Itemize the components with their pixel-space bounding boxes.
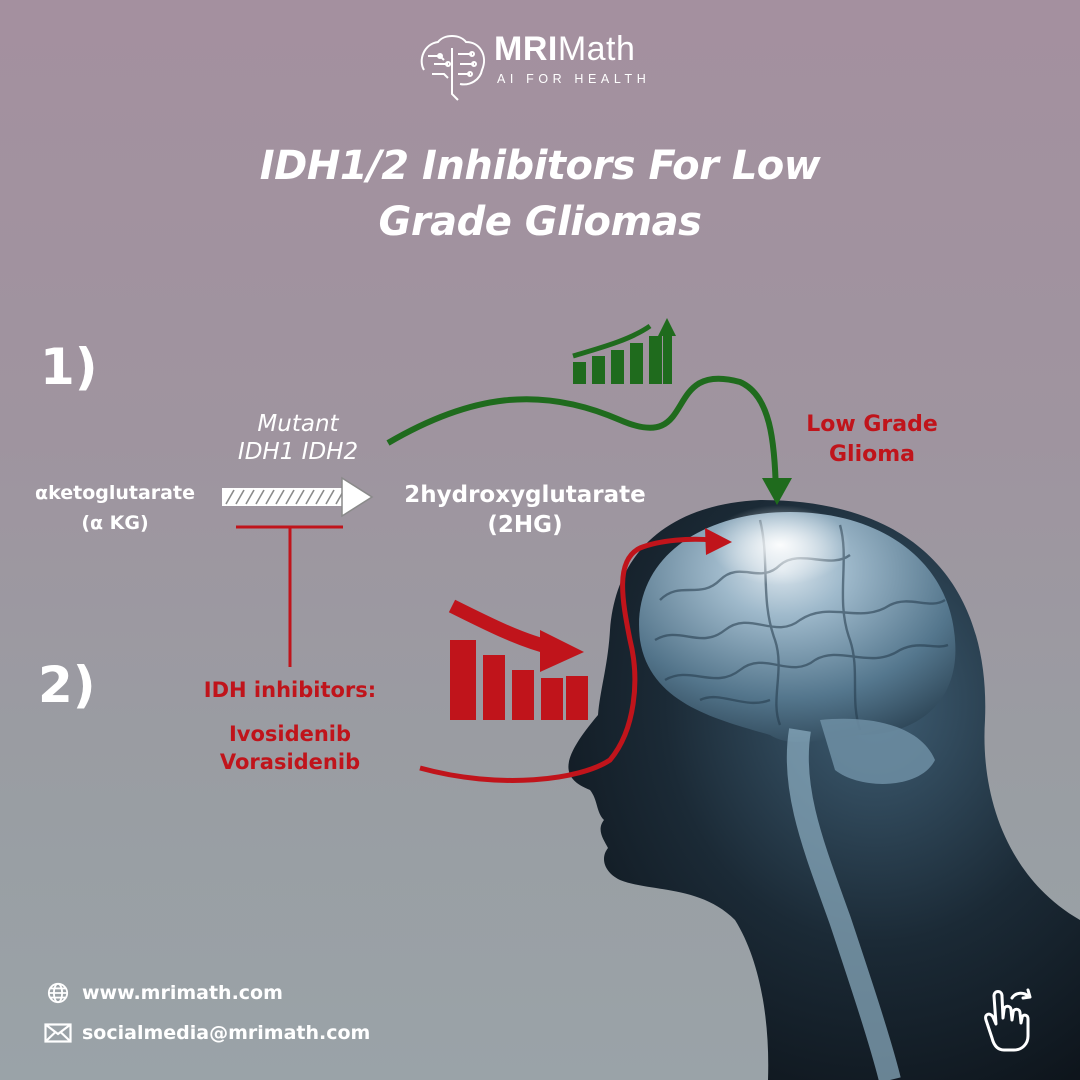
email-row[interactable]: socialmedia@mrimath.com xyxy=(44,1020,370,1046)
title-line-1: IDH1/2 Inhibitors For Low xyxy=(259,143,821,189)
mail-icon xyxy=(44,1023,72,1043)
reaction-arrow xyxy=(222,476,374,518)
outcome-line-1: Low Grade xyxy=(806,412,938,437)
page-title: IDH1/2 Inhibitors For Low Grade Gliomas xyxy=(0,138,1080,250)
drug-ivosidenib: Ivosidenib xyxy=(228,722,352,746)
globe-icon xyxy=(47,982,69,1004)
drug-vorasidenib: Vorasidenib xyxy=(219,750,361,774)
contact-block: www.mrimath.com socialmedia@mrimath.com xyxy=(44,980,370,1060)
green-pathway-arrow xyxy=(386,375,779,496)
substrate-line-2: (α KG) xyxy=(81,512,149,534)
logo-tagline: AI FOR HEALTH xyxy=(497,72,651,86)
email-link[interactable]: socialmedia@mrimath.com xyxy=(82,1022,371,1044)
enzyme-label: Mutant IDH1 IDH2 xyxy=(228,410,368,466)
substrate-label: αketoglutarate (α KG) xyxy=(10,478,220,538)
substrate-line-1: αketoglutarate xyxy=(35,482,195,504)
brain-circuit-logo-icon xyxy=(420,35,485,101)
green-arrowhead xyxy=(762,478,792,505)
tap-gesture-icon xyxy=(984,988,1032,1052)
brain xyxy=(639,512,956,743)
website-row[interactable]: www.mrimath.com xyxy=(44,980,370,1006)
outcome-line-2: Glioma xyxy=(828,442,916,467)
cerebellum xyxy=(820,718,935,784)
inhibitors-label: IDH inhibitors: Ivosidenib Vorasidenib xyxy=(170,676,410,776)
product-label: 2hydroxyglutarate (2HG) xyxy=(370,480,680,540)
product-line-1: 2hydroxyglutarate xyxy=(404,482,646,508)
trend-down-icon xyxy=(448,599,588,720)
enzyme-line-2: IDH1 IDH2 xyxy=(237,439,359,465)
red-arrowhead xyxy=(705,528,732,555)
tumor-glow xyxy=(710,505,850,585)
logo-wordmark: MRIMath xyxy=(494,30,635,69)
trend-up-icon xyxy=(572,318,676,384)
website-link[interactable]: www.mrimath.com xyxy=(82,982,283,1004)
outcome-label: Low Grade Glioma xyxy=(772,410,972,470)
title-line-2: Grade Gliomas xyxy=(378,199,702,245)
logo-brand-bold: MRI xyxy=(494,30,558,68)
brainstem xyxy=(786,728,901,1080)
enzyme-line-1: Mutant xyxy=(257,411,339,437)
red-pathway-arrow xyxy=(419,536,713,783)
product-line-2: (2HG) xyxy=(487,512,563,538)
step-1-label: 1) xyxy=(40,338,98,396)
logo-brand-rest: Math xyxy=(557,30,636,68)
inhibitors-heading: IDH inhibitors: xyxy=(203,678,377,702)
step-2-label: 2) xyxy=(38,656,96,714)
